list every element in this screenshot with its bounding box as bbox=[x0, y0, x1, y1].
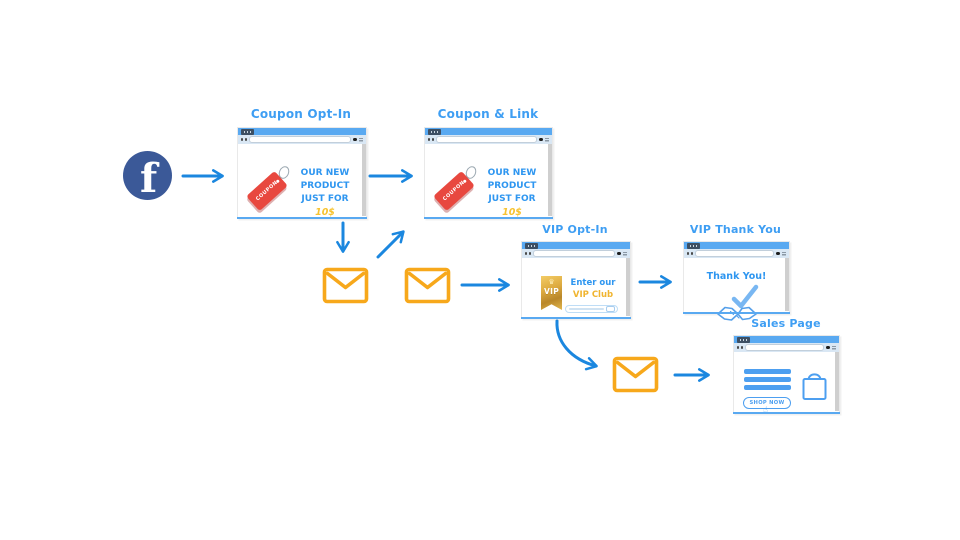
page-title-vip-opt-in: VIP Opt-In bbox=[542, 223, 608, 236]
coupon-tag-icon: COUPON bbox=[433, 164, 483, 220]
vip-badge-icon: ♛ VIP bbox=[541, 276, 562, 310]
shop-now-button: SHOP NOW bbox=[743, 397, 791, 409]
profile-icon bbox=[826, 345, 830, 350]
coupon-offer-text: OUR NEW PRODUCT JUST FOR 10$ bbox=[481, 167, 543, 220]
scrollbar bbox=[835, 352, 839, 411]
window-title-bar bbox=[522, 242, 630, 249]
offer-line: JUST FOR bbox=[488, 194, 536, 204]
offer-price: 10$ bbox=[315, 207, 335, 218]
back-dot-icon bbox=[525, 252, 528, 255]
window-title-bar bbox=[425, 128, 552, 135]
offer-line: OUR NEW bbox=[300, 168, 350, 178]
offer-line: PRODUCT bbox=[487, 181, 537, 191]
submit-button bbox=[605, 306, 615, 312]
page-title-coupon-opt-in: Coupon Opt-In bbox=[250, 107, 352, 121]
offer-line: OUR NEW bbox=[487, 168, 537, 178]
back-dot-icon bbox=[241, 138, 244, 141]
scrollbar bbox=[362, 144, 366, 216]
profile-icon bbox=[353, 137, 357, 142]
window-bottom-bar bbox=[683, 311, 790, 314]
cursor-hand-icon: ☝ bbox=[763, 405, 768, 414]
thank-you-message: Thank You! bbox=[706, 271, 767, 282]
scrollbar bbox=[785, 258, 789, 311]
browser-window-vip-thank-you: Thank You! bbox=[683, 241, 790, 321]
browser-window-coupon-opt-in: COUPON OUR NEW PRODUCT JUST FOR 10$ bbox=[237, 127, 367, 219]
vip-badge-label: VIP bbox=[544, 286, 559, 296]
browser-tab-dots-icon bbox=[737, 337, 750, 343]
address-bar bbox=[745, 344, 825, 351]
profile-icon bbox=[539, 137, 543, 142]
address-bar bbox=[436, 136, 538, 143]
tag-label: COUPON bbox=[441, 179, 467, 203]
address-bar bbox=[695, 250, 775, 257]
forward-dot-icon bbox=[245, 138, 248, 141]
back-dot-icon bbox=[428, 138, 431, 141]
browser-tab-dots-icon bbox=[241, 129, 254, 135]
window-bottom-bar bbox=[733, 411, 840, 414]
browser-tab-dots-icon bbox=[525, 243, 538, 249]
browser-toolbar bbox=[684, 249, 789, 258]
text-line-placeholder bbox=[744, 369, 791, 374]
vip-invite-line2: VIP Club bbox=[572, 290, 614, 300]
browser-window-vip-opt-in: ♛ VIP Enter our VIP Club bbox=[521, 241, 631, 319]
window-title-bar bbox=[684, 242, 789, 249]
menu-icon bbox=[544, 137, 549, 142]
menu-icon bbox=[358, 137, 363, 142]
text-line-placeholder bbox=[744, 377, 791, 382]
email-input bbox=[565, 305, 618, 313]
page-title-coupon-link: Coupon & Link bbox=[437, 107, 539, 121]
window-bottom-bar bbox=[237, 216, 367, 219]
address-bar bbox=[533, 250, 616, 257]
profile-icon bbox=[776, 251, 780, 256]
email-envelope-icon bbox=[404, 267, 451, 304]
coupon-offer-text: OUR NEW PRODUCT JUST FOR 10$ bbox=[294, 167, 356, 220]
browser-tab-dots-icon bbox=[687, 243, 700, 249]
crown-icon: ♛ bbox=[548, 277, 555, 286]
offer-price: 10$ bbox=[502, 207, 522, 218]
scrollbar bbox=[548, 144, 552, 216]
offer-line: JUST FOR bbox=[301, 194, 349, 204]
shop-now-label: SHOP NOW bbox=[749, 400, 785, 406]
browser-tab-dots-icon bbox=[428, 129, 441, 135]
browser-toolbar bbox=[425, 135, 552, 144]
forward-dot-icon bbox=[529, 252, 532, 255]
tag-label: COUPON bbox=[254, 179, 280, 203]
window-bottom-bar bbox=[424, 216, 553, 219]
forward-dot-icon bbox=[691, 252, 694, 255]
scrollbar bbox=[626, 258, 630, 316]
browser-window-sales-page: SHOP NOW ☝ bbox=[733, 335, 840, 414]
email-envelope-icon bbox=[612, 356, 659, 393]
vip-invite-line1: Enter our bbox=[570, 278, 616, 288]
forward-dot-icon bbox=[741, 346, 744, 349]
input-placeholder-line bbox=[568, 308, 604, 310]
window-title-bar bbox=[734, 336, 839, 343]
handshake-check-icon bbox=[716, 284, 758, 321]
email-envelope-icon bbox=[322, 267, 369, 304]
window-bottom-bar bbox=[521, 316, 631, 319]
coupon-tag-icon: COUPON bbox=[246, 164, 296, 220]
page-title-vip-thank-you: VIP Thank You bbox=[689, 223, 782, 236]
browser-window-coupon-link: COUPON OUR NEW PRODUCT JUST FOR 10$ bbox=[424, 127, 553, 219]
browser-toolbar bbox=[238, 135, 366, 144]
facebook-icon: f bbox=[123, 151, 172, 200]
shopping-bag-icon bbox=[801, 369, 828, 406]
address-bar bbox=[249, 136, 352, 143]
page-title-sales-page: Sales Page bbox=[751, 317, 821, 330]
forward-dot-icon bbox=[432, 138, 435, 141]
menu-icon bbox=[622, 251, 627, 256]
arrow-email1-to-coupon-link bbox=[376, 230, 405, 259]
browser-toolbar bbox=[734, 343, 839, 352]
back-dot-icon bbox=[687, 252, 690, 255]
offer-line: PRODUCT bbox=[300, 181, 350, 191]
arrow-vip-optin-to-email3 bbox=[555, 319, 598, 371]
menu-icon bbox=[831, 345, 836, 350]
browser-toolbar bbox=[522, 249, 630, 258]
window-title-bar bbox=[238, 128, 366, 135]
text-line-placeholder bbox=[744, 385, 791, 390]
profile-icon bbox=[617, 251, 621, 256]
menu-icon bbox=[781, 251, 786, 256]
back-dot-icon bbox=[737, 346, 740, 349]
facebook-letter: f bbox=[140, 155, 158, 200]
